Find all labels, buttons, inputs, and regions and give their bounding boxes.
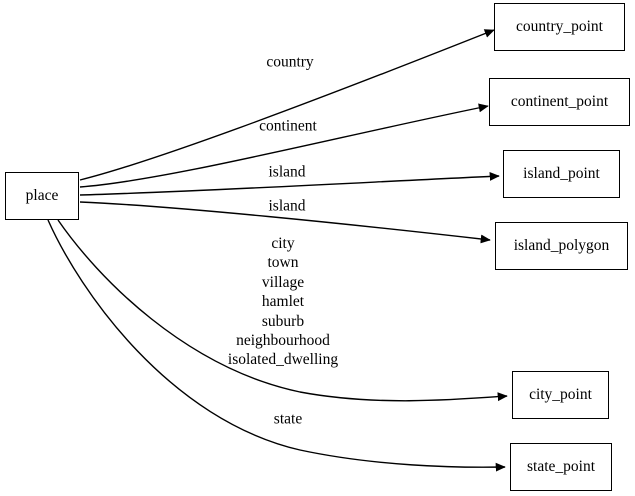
node-island_polygon[interactable]: island_polygon <box>495 222 628 270</box>
edge-place-state_point <box>47 219 506 472</box>
node-island_point-label: island_point <box>523 165 600 183</box>
edge-label-island-polygon: island <box>268 197 306 215</box>
edge-place-island_point <box>79 172 500 196</box>
node-continent_point[interactable]: continent_point <box>489 78 630 126</box>
node-place-label: place <box>25 187 59 205</box>
edge-label-city-group: city town village hamlet suburb neighbou… <box>227 235 339 369</box>
node-state_point[interactable]: state_point <box>510 443 612 491</box>
edge-place-city_point <box>57 219 508 402</box>
edge-label-country: country <box>266 53 314 71</box>
edge-place-continent_point <box>79 103 489 188</box>
edge-label-island-point: island <box>268 163 306 181</box>
node-country_point[interactable]: country_point <box>494 3 625 51</box>
edge-label-state: state <box>273 410 303 428</box>
node-island_point[interactable]: island_point <box>503 150 620 198</box>
edge-label-continent: continent <box>259 117 317 135</box>
node-island_polygon-label: island_polygon <box>513 237 610 255</box>
node-country_point-label: country_point <box>516 18 603 36</box>
node-city_point[interactable]: city_point <box>512 371 609 419</box>
node-city_point-label: city_point <box>529 386 592 404</box>
node-state_point-label: state_point <box>526 458 596 476</box>
edge-place-country_point <box>79 29 495 181</box>
node-continent_point-label: continent_point <box>510 93 609 111</box>
edge-place-island_polygon <box>79 201 491 244</box>
node-place[interactable]: place <box>5 172 79 220</box>
